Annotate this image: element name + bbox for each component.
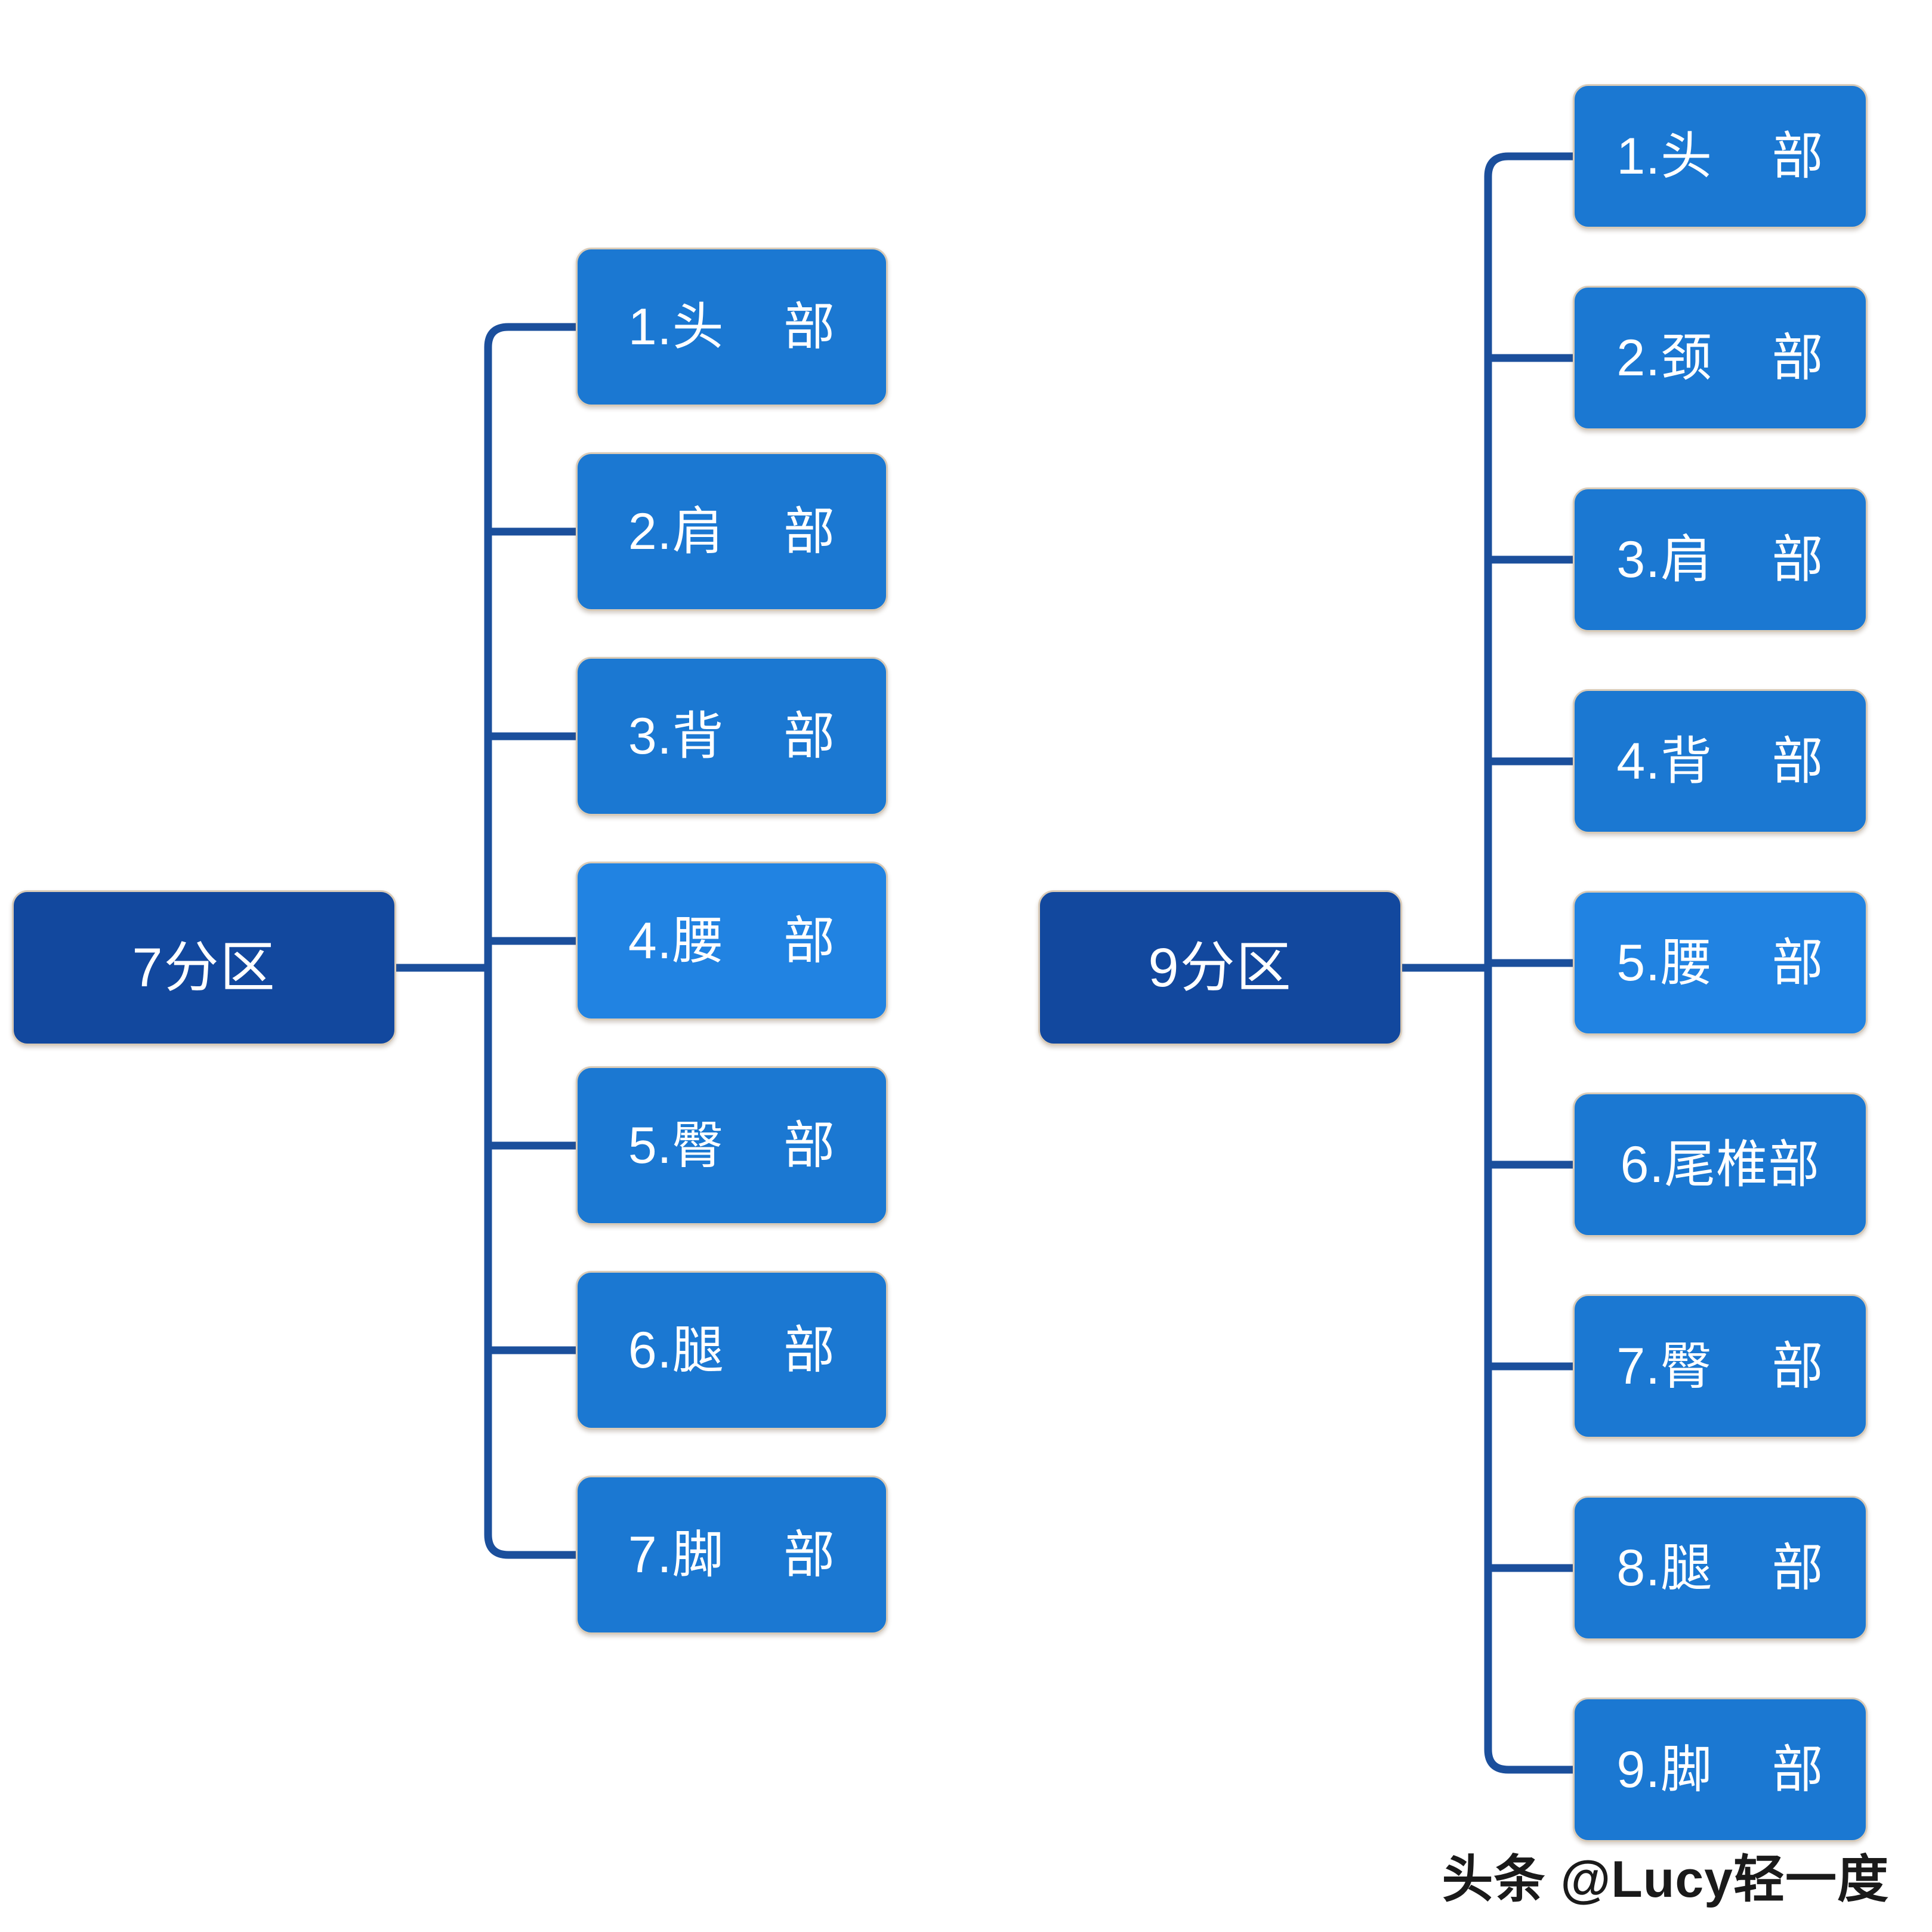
leaf-node-right-1[interactable]: 1.头 部 — [1573, 84, 1868, 229]
leaf-node-right-6[interactable]: 6.尾椎部 — [1573, 1092, 1868, 1237]
connector-group-right — [1402, 152, 1573, 1774]
leaf-node-label: 1.头 部 — [1616, 128, 1824, 185]
leaf-node-left-2[interactable]: 2.肩 部 — [576, 452, 888, 611]
connector-group-left — [396, 323, 576, 1559]
root-node-7fenqu[interactable]: 7分区 — [12, 890, 396, 1045]
connector-path — [1484, 1749, 1573, 1774]
leaf-node-right-9[interactable]: 9.脚 部 — [1573, 1698, 1868, 1842]
leaf-node-right-5[interactable]: 5.腰 部 — [1573, 891, 1868, 1035]
leaf-node-label: 8.腿 部 — [1616, 1539, 1824, 1597]
leaf-node-label: 9.脚 部 — [1616, 1741, 1824, 1798]
root-node-9fenqu[interactable]: 9分区 — [1038, 890, 1402, 1045]
leaf-node-label: 7.脚 部 — [628, 1526, 836, 1584]
leaf-node-label: 5.腰 部 — [1616, 934, 1824, 992]
watermark-text: 头条 @Lucy轻一度 — [1442, 1851, 1889, 1908]
leaf-node-label: 6.尾椎部 — [1620, 1136, 1820, 1193]
leaf-node-left-4[interactable]: 4.腰 部 — [576, 862, 888, 1020]
leaf-node-label: 1.头 部 — [628, 298, 836, 356]
connector-path — [1484, 152, 1573, 177]
leaf-node-label: 3.肩 部 — [1616, 531, 1824, 588]
connector-path — [484, 1534, 576, 1559]
leaf-node-left-5[interactable]: 5.臀 部 — [576, 1066, 888, 1225]
leaf-node-right-3[interactable]: 3.肩 部 — [1573, 487, 1868, 632]
connector-path — [484, 323, 576, 348]
leaf-node-right-4[interactable]: 4.背 部 — [1573, 689, 1868, 834]
leaf-node-label: 3.背 部 — [628, 708, 836, 765]
leaf-node-label: 4.背 部 — [1616, 733, 1824, 790]
leaf-node-label: 6.腿 部 — [628, 1322, 836, 1379]
root-node-label: 7分区 — [132, 937, 276, 998]
root-node-label: 9分区 — [1148, 937, 1292, 998]
leaf-node-left-7[interactable]: 7.脚 部 — [576, 1476, 888, 1634]
leaf-node-label: 4.腰 部 — [628, 912, 836, 970]
leaf-node-right-2[interactable]: 2.颈 部 — [1573, 286, 1868, 430]
leaf-node-label: 7.臀 部 — [1616, 1338, 1824, 1395]
leaf-node-left-1[interactable]: 1.头 部 — [576, 248, 888, 406]
leaf-node-left-6[interactable]: 6.腿 部 — [576, 1271, 888, 1430]
leaf-node-label: 2.颈 部 — [1616, 329, 1824, 387]
leaf-node-label: 5.臀 部 — [628, 1117, 836, 1174]
leaf-node-right-8[interactable]: 8.腿 部 — [1573, 1496, 1868, 1640]
leaf-node-left-3[interactable]: 3.背 部 — [576, 657, 888, 816]
leaf-node-label: 2.肩 部 — [628, 503, 836, 560]
leaf-node-right-7[interactable]: 7.臀 部 — [1573, 1294, 1868, 1439]
